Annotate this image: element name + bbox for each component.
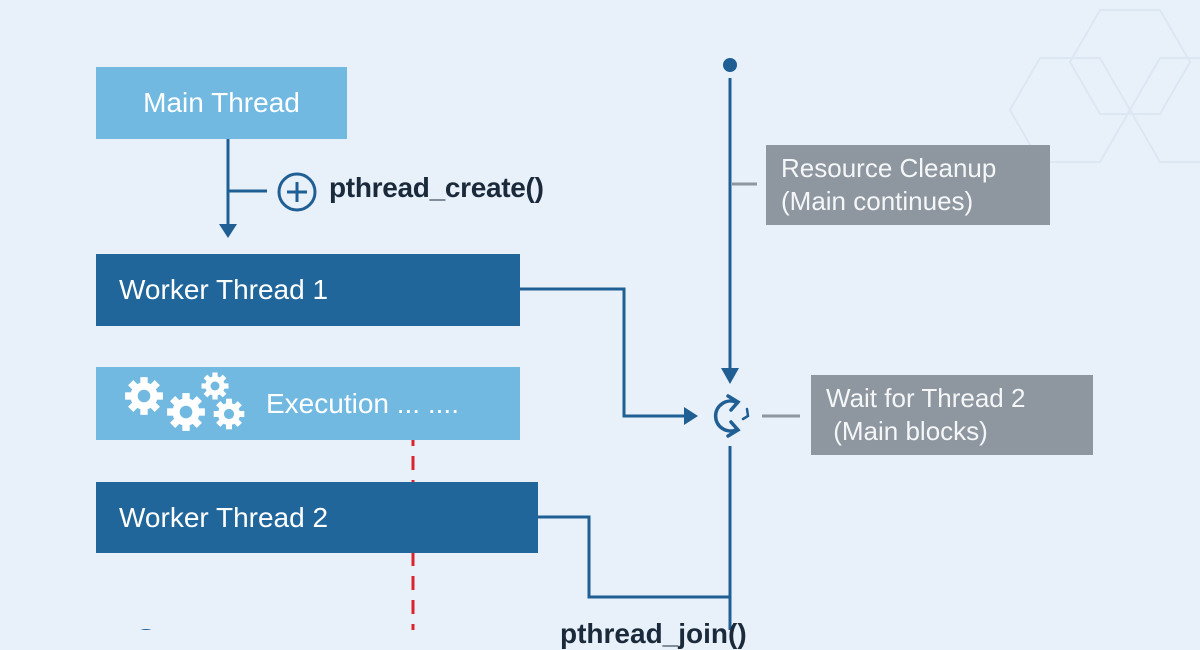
main-to-worker-arrowhead — [219, 224, 237, 238]
execution-box: Execution ... .... — [96, 367, 520, 440]
wait-for-thread-box: Wait for Thread 2 (Main blocks) — [811, 375, 1093, 455]
wait-line-1: Wait for Thread 2 — [826, 383, 1026, 413]
plus-circle-icon — [277, 172, 317, 212]
timeline-start-dot — [723, 58, 737, 72]
worker1-arrowhead — [684, 407, 698, 425]
worker-thread-2-label: Worker Thread 2 — [119, 501, 329, 533]
pthread-join-label-partial: pthread_join() — [560, 618, 747, 649]
pthread-create-label: pthread_create() — [329, 172, 544, 203]
worker-thread-2-box: Worker Thread 2 — [96, 482, 538, 553]
wait-line-2: (Main blocks) — [826, 416, 988, 446]
main-thread-box: Main Thread — [96, 67, 347, 139]
cleanup-line-2: (Main continues) — [781, 186, 974, 216]
resource-cleanup-box: Resource Cleanup (Main continues) — [766, 145, 1050, 225]
worker-thread-1-box: Worker Thread 1 — [96, 254, 520, 326]
gears-icon — [125, 372, 245, 431]
cleanup-line-1: Resource Cleanup — [781, 153, 997, 183]
worker2-connector — [538, 515, 730, 599]
worker-thread-1-label: Worker Thread 1 — [119, 274, 329, 305]
sync-cycle-icon — [713, 394, 750, 438]
timeline-arrowhead — [721, 368, 739, 384]
main-thread-label: Main Thread — [143, 87, 300, 118]
execution-label: Execution ... .... — [266, 387, 459, 419]
hexagon-background-pattern — [1008, 9, 1200, 163]
worker1-connector — [520, 287, 688, 418]
